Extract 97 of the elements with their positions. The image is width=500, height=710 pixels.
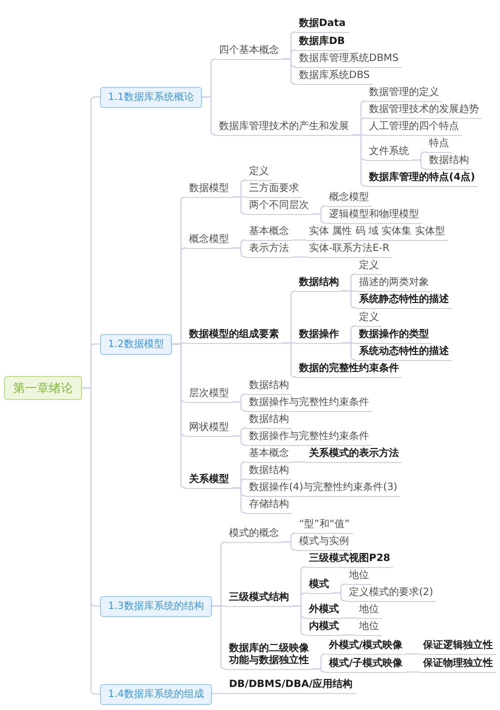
subtopic: 保证物理独立性 <box>420 658 496 672</box>
branch-line <box>352 134 366 187</box>
branch-line <box>406 671 420 673</box>
subtopic: 关系模式的表示方法 <box>306 448 402 462</box>
subtopic: 数据库管理技术的产生和发展 <box>216 120 352 136</box>
main-topic: 1.4数据库系统的组成 <box>100 684 212 704</box>
branch-line <box>232 487 246 514</box>
subtopic: 文件系统 <box>366 146 412 160</box>
branch-line <box>412 159 426 170</box>
subtopic: 数据库DB <box>296 36 348 50</box>
subtopic: 外模式/模式映像 <box>326 640 406 654</box>
branch-line <box>312 668 326 673</box>
subtopic: 数据模型的组成要素 <box>186 328 282 344</box>
branch-line <box>232 435 246 446</box>
branch-line <box>232 196 246 215</box>
subtopic: 实体-联系方法E-R <box>306 242 392 258</box>
subtopic: 数据模型 <box>186 182 232 198</box>
subtopic: 网状模型 <box>186 422 232 436</box>
subtopic: 数据操作 <box>296 328 342 344</box>
subtopic: 数据操作与完整性约束条件 <box>246 430 372 446</box>
subtopic: 数据管理技术的发展趋势 <box>366 104 482 118</box>
subtopic: DB/DBMS/DBA/应用结构 <box>226 679 356 694</box>
branch-line <box>342 634 356 636</box>
branch-line <box>312 213 326 224</box>
subtopic: 逻辑模型和物理模型 <box>326 208 422 224</box>
subtopic: 定义模式的要求(2) <box>346 586 436 602</box>
subtopic: 地位 <box>356 620 382 636</box>
subtopic: 保证逻辑独立性 <box>420 640 496 654</box>
subtopic: 模式 <box>306 578 332 594</box>
central-topic: 第一章绪论 <box>4 376 82 400</box>
subtopic: 数据结构 <box>246 414 292 428</box>
subtopic: “型”和“值” <box>296 518 353 534</box>
subtopic: 定义 <box>356 312 382 326</box>
branch-line <box>282 58 296 85</box>
subtopic: 三方面要求 <box>246 182 302 198</box>
subtopic: 实体 属性 码 域 实体集 实体型 <box>306 226 448 240</box>
branch-line <box>282 541 296 551</box>
subtopic: 数据库系统DBS <box>296 70 373 84</box>
subtopic: 三级模式视图P28 <box>306 552 394 568</box>
subtopic: 存储结构 <box>246 498 292 514</box>
subtopic: 模式与实例 <box>296 536 352 550</box>
subtopic: 表示方法 <box>246 242 292 258</box>
subtopic: 系统动态特性的描述 <box>356 346 452 360</box>
branch-line <box>292 239 306 241</box>
subtopic: 模式/子模式映像 <box>326 658 406 672</box>
subtopic: 两个不同层次 <box>246 200 312 214</box>
subtopic: 地位 <box>346 570 372 584</box>
branch-line <box>332 592 346 602</box>
subtopic: 概念模型 <box>326 192 372 206</box>
subtopic: 数据的完整性约束条件 <box>296 362 402 378</box>
subtopic: 基本概念 <box>246 448 292 462</box>
branch-line <box>406 653 420 655</box>
branch-line <box>232 401 246 412</box>
branch-line <box>202 96 216 136</box>
subtopic: 数据操作与完整性约束条件 <box>246 396 372 412</box>
subtopic: 数据结构 <box>296 276 342 292</box>
subtopic: 数据Data <box>296 18 349 32</box>
branch-line <box>342 342 356 361</box>
main-topic: 1.3数据库系统的结构 <box>100 596 212 616</box>
branch-line <box>212 605 226 670</box>
subtopic: 数据结构 <box>246 464 292 480</box>
subtopic: 数据库管理的特点(4点) <box>366 172 478 186</box>
subtopic: 四个基本概念 <box>216 44 282 60</box>
subtopic: 地位 <box>356 604 382 618</box>
branch-line <box>292 461 306 463</box>
branch-line <box>172 343 186 489</box>
branch-line <box>342 617 356 619</box>
subtopic: 三级模式结构 <box>226 592 292 606</box>
subtopic: 数据操作(4)与完整性约束条件(3) <box>246 482 400 496</box>
subtopic: 特点 <box>426 138 452 152</box>
subtopic: 概念模型 <box>186 234 232 248</box>
branch-line <box>292 605 306 636</box>
branch-line <box>82 387 100 695</box>
subtopic: 定义 <box>356 260 382 274</box>
subtopic: 定义 <box>246 166 272 180</box>
subtopic: 数据结构 <box>426 154 472 170</box>
subtopic: 内模式 <box>306 620 342 636</box>
branch-line <box>282 342 296 378</box>
branch-line <box>342 290 356 309</box>
main-topic: 1.2数据模型 <box>100 334 172 354</box>
subtopic: 关系模型 <box>186 474 232 488</box>
subtopic: 人工管理的四个特点 <box>366 120 462 136</box>
subtopic: 系统静态特性的描述 <box>356 294 452 308</box>
subtopic: 外模式 <box>306 604 342 618</box>
subtopic: 层次模型 <box>186 388 232 402</box>
branch-line <box>212 692 226 694</box>
branch-line <box>232 247 246 258</box>
subtopic: 数据库的二级映像功能与数据独立性 <box>226 642 312 670</box>
subtopic: 数据结构 <box>246 380 292 394</box>
main-topic: 1.1数据库系统概论 <box>100 86 202 108</box>
branch-line <box>292 256 306 258</box>
subtopic: 基本概念 <box>246 226 292 240</box>
subtopic: 模式的概念 <box>226 528 282 542</box>
subtopic: 描述的两类对象 <box>356 276 432 292</box>
subtopic: 数据库管理系统DBMS <box>296 52 402 68</box>
subtopic: 数据管理的定义 <box>366 86 442 102</box>
subtopic: 数据操作的类型 <box>356 328 432 344</box>
